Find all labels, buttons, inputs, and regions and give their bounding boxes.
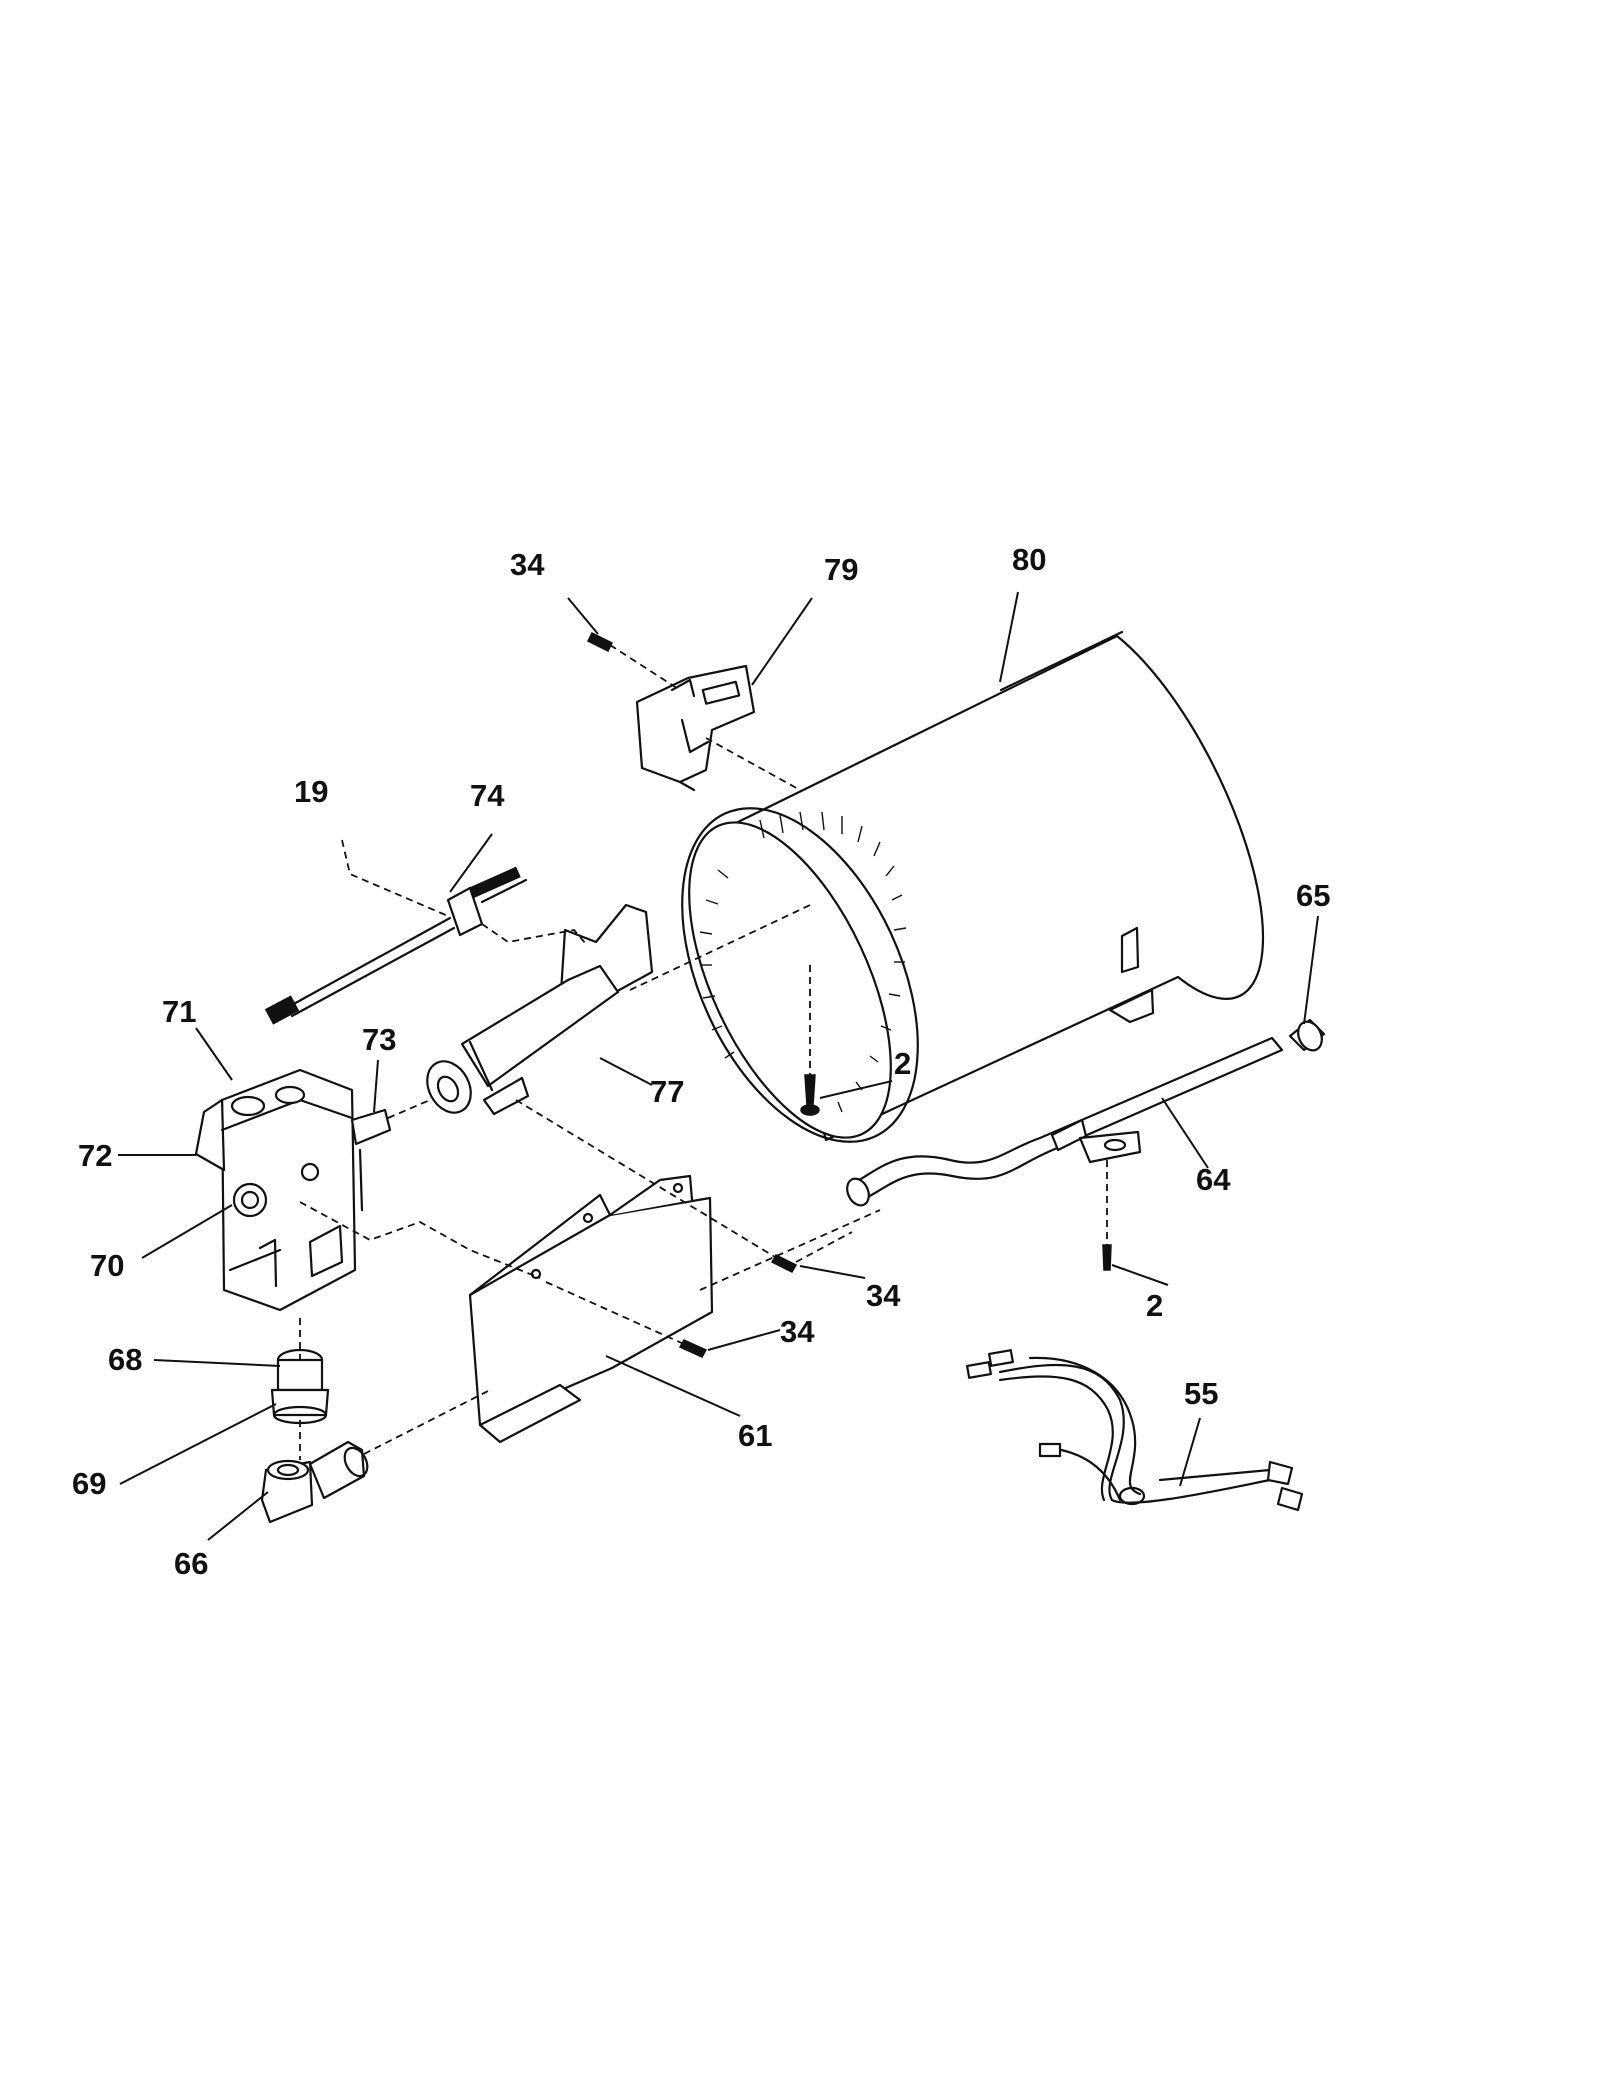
callout-68: 68 xyxy=(108,1342,142,1377)
callout-2-burner: 2 xyxy=(894,1046,911,1081)
callout-79: 79 xyxy=(824,552,858,587)
ignitor-assembly-74 xyxy=(264,866,528,1025)
elbow-66 xyxy=(260,1440,369,1524)
combustion-chamber-80 xyxy=(681,630,1265,1143)
screws-2 xyxy=(800,1074,1112,1271)
mounting-plate-61 xyxy=(468,1174,714,1444)
callout-74: 74 xyxy=(470,778,505,813)
callout-66: 66 xyxy=(174,1546,208,1581)
callout-80: 80 xyxy=(1012,542,1046,577)
callout-labels: 34 79 80 19 74 65 71 73 77 2 72 64 70 34… xyxy=(72,542,1330,1581)
callout-72: 72 xyxy=(78,1138,112,1173)
screws-34 xyxy=(586,631,798,1358)
callout-19: 19 xyxy=(294,774,328,809)
bracket-79 xyxy=(635,664,756,792)
callout-34-top: 34 xyxy=(510,547,545,582)
assembly-lines xyxy=(299,644,1108,1460)
callout-2-low: 2 xyxy=(1146,1288,1163,1323)
callout-34-mid: 34 xyxy=(866,1278,901,1313)
callout-55: 55 xyxy=(1184,1376,1218,1411)
fitting-69 xyxy=(270,1388,330,1425)
callout-73: 73 xyxy=(362,1022,396,1057)
callout-65: 65 xyxy=(1296,878,1330,913)
manifold-pipe-64 xyxy=(846,1018,1326,1207)
callout-69: 69 xyxy=(72,1466,106,1501)
burner-tube-77 xyxy=(426,903,654,1116)
wire-harness-55 xyxy=(966,1349,1304,1512)
callout-70: 70 xyxy=(90,1248,124,1283)
callout-34-low: 34 xyxy=(780,1314,815,1349)
gas-valve-71 xyxy=(194,1068,392,1312)
chamber-ring-hatch xyxy=(699,811,907,1113)
callout-71: 71 xyxy=(162,994,196,1029)
leader-lines xyxy=(118,591,1319,1541)
callout-61: 61 xyxy=(738,1418,772,1453)
callout-77: 77 xyxy=(650,1074,684,1109)
callout-64: 64 xyxy=(1196,1162,1231,1197)
